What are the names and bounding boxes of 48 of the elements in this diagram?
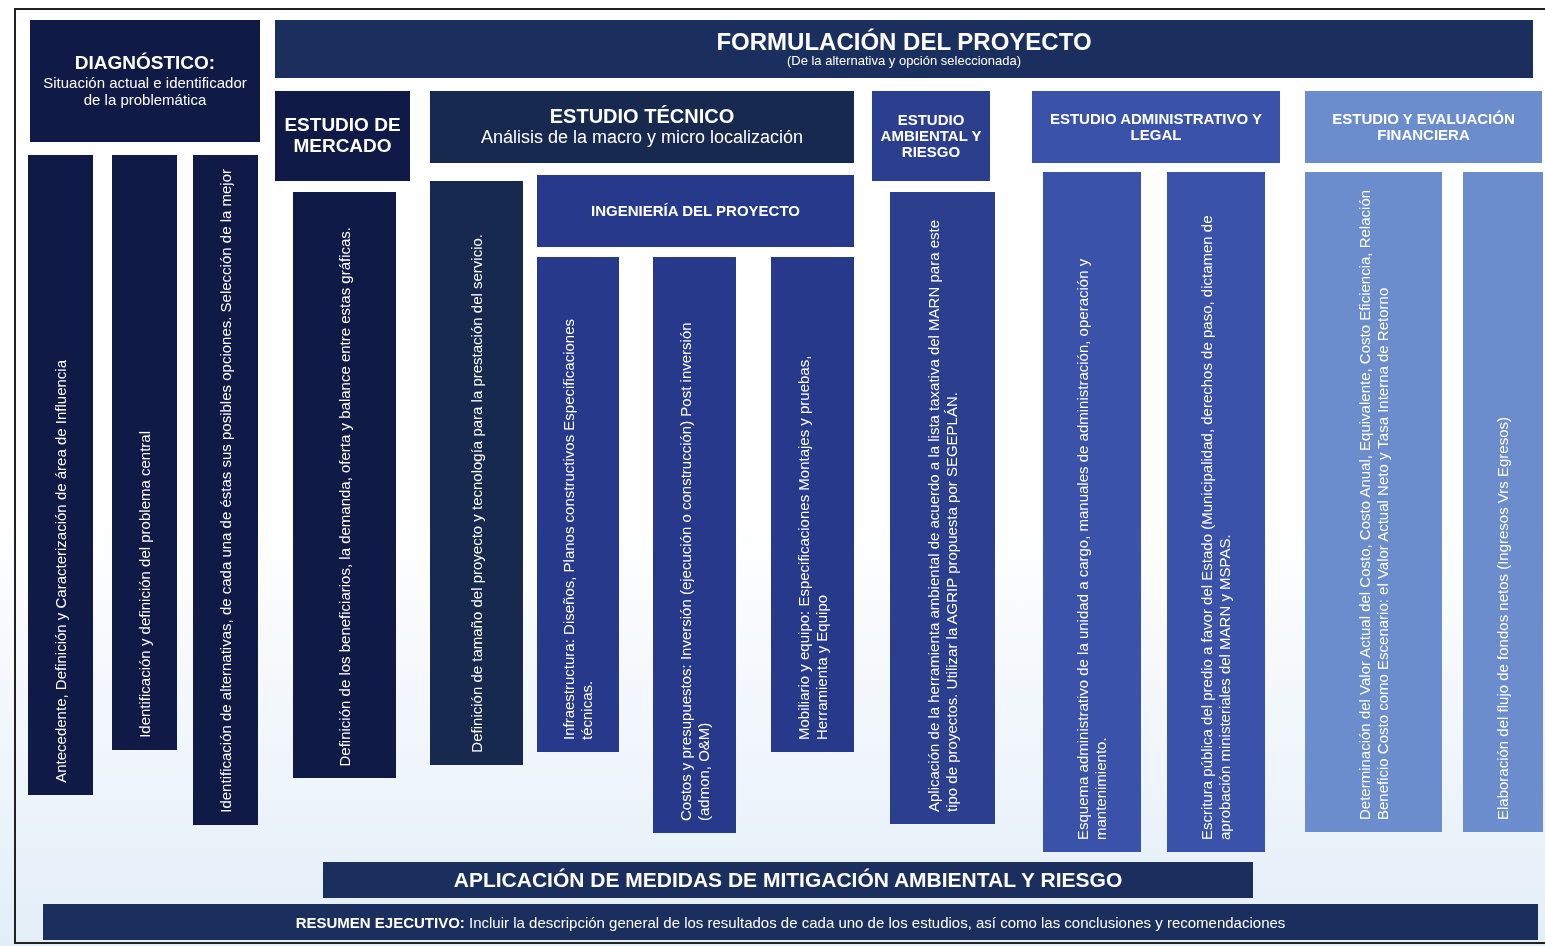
heading-box [275, 91, 410, 181]
summary-text: RESUMEN EJECUTIVO: Incluir la descripción general de los resultados de cada uno de los estudios, así como las conclusiones y recomendaciones [295, 913, 1286, 931]
description-box [293, 192, 396, 778]
subheading-text: Análisis de la macro y micro localización [479, 127, 805, 149]
description-text: Mobiliario y equipo: Especificaciones Montajes y pruebas, Herramienta y Equipo [794, 354, 831, 740]
description-box [890, 192, 995, 824]
description-text: Identificación y definición del problema central [135, 431, 154, 738]
description-box [1167, 172, 1265, 852]
heading-text: DIAGNÓSTICO: [73, 53, 217, 74]
subheading-text: Situación actual e identificador de la problemática [42, 74, 248, 109]
description-text: Definición de los beneficiarios, la demanda, oferta y balance entre estas gráficas. [335, 226, 354, 766]
description-box [430, 181, 523, 765]
subheading-text: (De la alternativa y opción seleccionada) [785, 54, 1023, 70]
description-text: Escritura pública del predio a favor del Estado (Municipalidad, derechos de paso, dictamen de aprobación ministeriales del MARN y MSPAS. [1198, 214, 1234, 840]
heading-text: ESTUDIO TÉCNICO [548, 105, 736, 128]
description-text: Esquema administrativo de la unidad a cargo, manuales de administración, operación y mantenimiento. [1074, 257, 1110, 840]
description-box [1305, 172, 1442, 832]
description-box [1043, 172, 1141, 852]
description-box [1463, 172, 1543, 832]
heading-text: ESTUDIO ADMINISTRATIVO Y LEGAL [1048, 110, 1264, 144]
heading-box [537, 175, 854, 247]
description-box [653, 257, 736, 833]
summary-bar [43, 904, 1538, 940]
heading-text: INGENIERÍA DEL PROYECTO [590, 202, 801, 220]
heading-text: APLICACIÓN DE MEDIDAS DE MITIGACIÓN AMBIENTAL Y RIESGO [452, 868, 1124, 892]
description-text: Definición de tamaño del proyecto y tecnología para la prestación del servicio. [467, 234, 486, 753]
heading-text: ESTUDIO AMBIENTAL Y RIESGO [879, 111, 983, 161]
heading-text: FORMULACIÓN DEL PROYECTO [715, 28, 1093, 55]
description-text: Identificación de alternativas, de cada una de éstas sus posibles opciones. Selección de la mejor [216, 169, 235, 813]
heading-box [1305, 91, 1542, 163]
description-text: Costos y presupuestos: Inversión (ejecución o construcción) Post inversión (admon, O&M) [676, 321, 713, 821]
description-box [28, 155, 93, 795]
description-text: Elaboración del flujo de fondos netos (Ingresos Vrs Egresos) [1494, 417, 1512, 820]
heading-box [430, 91, 854, 163]
description-box [112, 155, 177, 750]
description-box [771, 257, 854, 752]
heading-text: ESTUDIO DE MERCADO [283, 115, 402, 157]
description-text: Infraestructura: Diseños, Planos constructivos Especificaciones técnicas. [560, 317, 596, 740]
heading-text: ESTUDIO Y EVALUACIÓN FINANCIERA [1331, 110, 1516, 144]
description-box [537, 257, 619, 752]
heading-box [872, 91, 990, 181]
banner-box [323, 862, 1253, 898]
description-text: Antecedente, Definición y Caracterización de área de Influencia [51, 360, 70, 783]
description-box [193, 155, 258, 825]
heading-box [1032, 91, 1280, 163]
description-text: Aplicación de la herramienta ambiental de acuerdo a la lista taxativa del MARN para este tipo de proyectos. Utilizar la AGRIP propuesta por SEGEPLÁN. [924, 219, 961, 812]
heading-box [30, 20, 260, 142]
heading-box [275, 20, 1533, 78]
